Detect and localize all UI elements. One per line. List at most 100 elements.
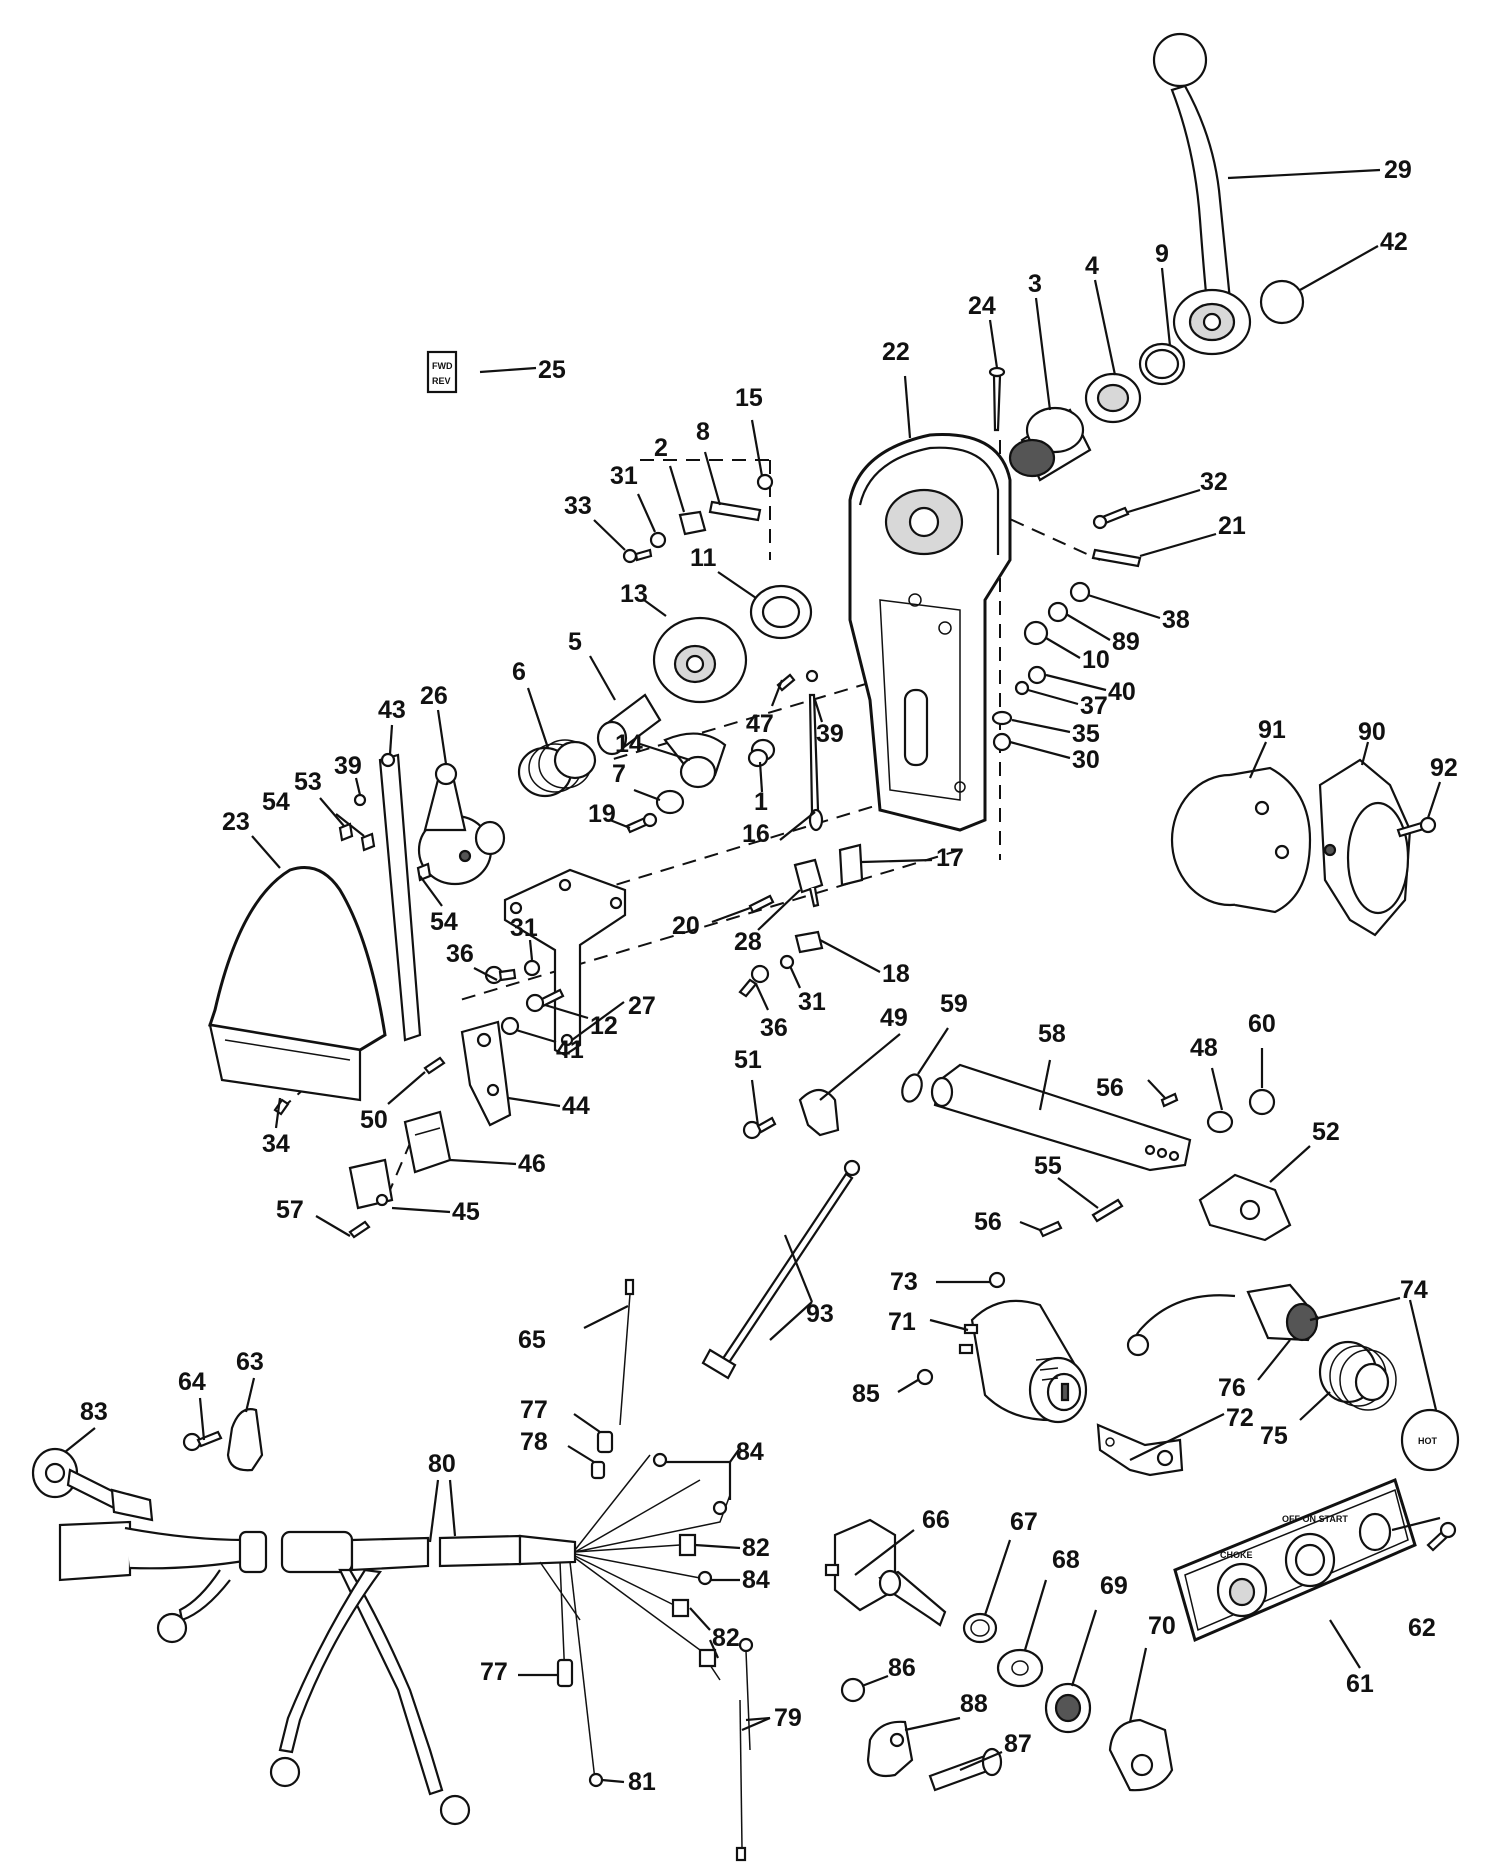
callout-31-mid: 31 xyxy=(798,988,826,1016)
callout-35: 35 xyxy=(1072,720,1100,748)
terminal-82-a xyxy=(678,1533,697,1557)
lamp-wire-74 xyxy=(1126,1294,1236,1357)
cam-13 xyxy=(652,616,748,704)
callout-27: 27 xyxy=(628,992,656,1020)
callout-36-left: 36 xyxy=(446,940,474,968)
callout-91: 91 xyxy=(1258,716,1286,744)
bracket-90 xyxy=(1318,758,1412,937)
callout-numbers: 29 42 9 4 3 24 22 25 15 8 2 31 33 32 21 … xyxy=(80,156,1458,1796)
callout-46: 46 xyxy=(518,1150,546,1178)
screw-24 xyxy=(988,366,1006,432)
callout-12: 12 xyxy=(590,1012,618,1040)
screw-20 xyxy=(748,894,775,914)
pin-56-lower xyxy=(1038,1220,1063,1238)
screw-85 xyxy=(916,1368,934,1386)
callout-31-top: 31 xyxy=(610,462,638,490)
callout-36-right: 36 xyxy=(760,1014,788,1042)
rod-16 xyxy=(805,669,824,832)
callout-43: 43 xyxy=(378,696,406,724)
washer-31-top xyxy=(649,531,667,549)
nut-69 xyxy=(1044,1682,1092,1734)
callout-21: 21 xyxy=(1218,512,1246,540)
callout-70: 70 xyxy=(1148,1612,1176,1640)
wire-65 xyxy=(619,1278,635,1426)
callout-79: 79 xyxy=(774,1704,802,1732)
washer-31-left xyxy=(523,959,541,977)
callout-56-upper: 56 xyxy=(1096,1074,1124,1102)
oring-59 xyxy=(901,1073,923,1103)
housing-22 xyxy=(848,433,1012,832)
callout-39-left: 39 xyxy=(334,752,362,780)
callout-33: 33 xyxy=(564,492,592,520)
callout-49: 49 xyxy=(880,1004,908,1032)
cable-93 xyxy=(701,1159,861,1380)
callout-93: 93 xyxy=(806,1300,834,1328)
callout-82-a: 82 xyxy=(742,1534,770,1562)
shaft-58 xyxy=(930,1063,1192,1172)
decal-fwd-text: FWD xyxy=(432,361,453,371)
callout-61: 61 xyxy=(1346,1670,1374,1698)
callout-76: 76 xyxy=(1218,1374,1246,1402)
callout-83: 83 xyxy=(80,1398,108,1426)
callout-14: 14 xyxy=(615,730,643,758)
washer-4 xyxy=(1084,372,1142,424)
callout-26: 26 xyxy=(420,682,448,710)
screw-34 xyxy=(273,1098,290,1116)
callout-72: 72 xyxy=(1226,1404,1254,1432)
ball-15 xyxy=(756,473,774,491)
callout-37: 37 xyxy=(1080,692,1108,720)
callout-65: 65 xyxy=(518,1326,546,1354)
callout-92: 92 xyxy=(1430,754,1458,782)
bar-43 xyxy=(378,752,422,1042)
callout-29: 29 xyxy=(1384,156,1412,184)
callout-55: 55 xyxy=(1034,1152,1062,1180)
screw-51 xyxy=(742,1116,777,1140)
coupling-52 xyxy=(1198,1173,1292,1242)
callout-4: 4 xyxy=(1085,252,1099,280)
callout-3: 3 xyxy=(1028,270,1042,298)
callout-66: 66 xyxy=(922,1506,950,1534)
callout-19: 19 xyxy=(588,800,616,828)
callout-77-upper: 77 xyxy=(520,1396,548,1424)
washer-31-mid xyxy=(779,954,795,970)
plate-8 xyxy=(708,500,762,522)
callout-73: 73 xyxy=(890,1268,918,1296)
shift-lever-29 xyxy=(1152,32,1252,356)
callout-44: 44 xyxy=(562,1092,590,1120)
callout-54-lower: 54 xyxy=(430,908,458,936)
clamp-88 xyxy=(866,1720,914,1778)
callout-34: 34 xyxy=(262,1130,290,1158)
nut-41 xyxy=(500,1016,520,1036)
callout-54-upper: 54 xyxy=(262,788,290,816)
callout-59: 59 xyxy=(940,990,968,1018)
washer-48 xyxy=(1206,1110,1234,1134)
decal-rev-text: REV xyxy=(432,376,451,386)
cap-42 xyxy=(1259,279,1305,325)
callout-47: 47 xyxy=(746,710,774,738)
screw-64 xyxy=(182,1430,223,1452)
cover-23 xyxy=(208,866,387,1102)
callout-9: 9 xyxy=(1155,240,1169,268)
callout-84-b: 84 xyxy=(742,1566,770,1594)
callout-17: 17 xyxy=(936,844,964,872)
gauge-91 xyxy=(1170,766,1312,914)
bracket-27 xyxy=(503,868,627,1057)
decal-25: FWD REV xyxy=(426,350,458,394)
choke-switch-66 xyxy=(824,1518,947,1627)
plate-44 xyxy=(460,1020,512,1127)
nut-60 xyxy=(1248,1088,1276,1116)
callout-28: 28 xyxy=(734,928,762,956)
snap-ring-9 xyxy=(1138,342,1186,386)
callout-84-a: 84 xyxy=(736,1438,764,1466)
callout-48: 48 xyxy=(1190,1034,1218,1062)
callout-75: 75 xyxy=(1260,1422,1288,1450)
leader-lines xyxy=(64,168,1442,1784)
ignition-switch-71 xyxy=(958,1299,1088,1424)
lever-26 xyxy=(417,762,506,886)
callout-15: 15 xyxy=(735,384,763,412)
bushing-3 xyxy=(1008,406,1092,482)
washer-68 xyxy=(996,1648,1044,1688)
screw-47 xyxy=(776,673,796,692)
plate-45 xyxy=(348,1158,394,1210)
